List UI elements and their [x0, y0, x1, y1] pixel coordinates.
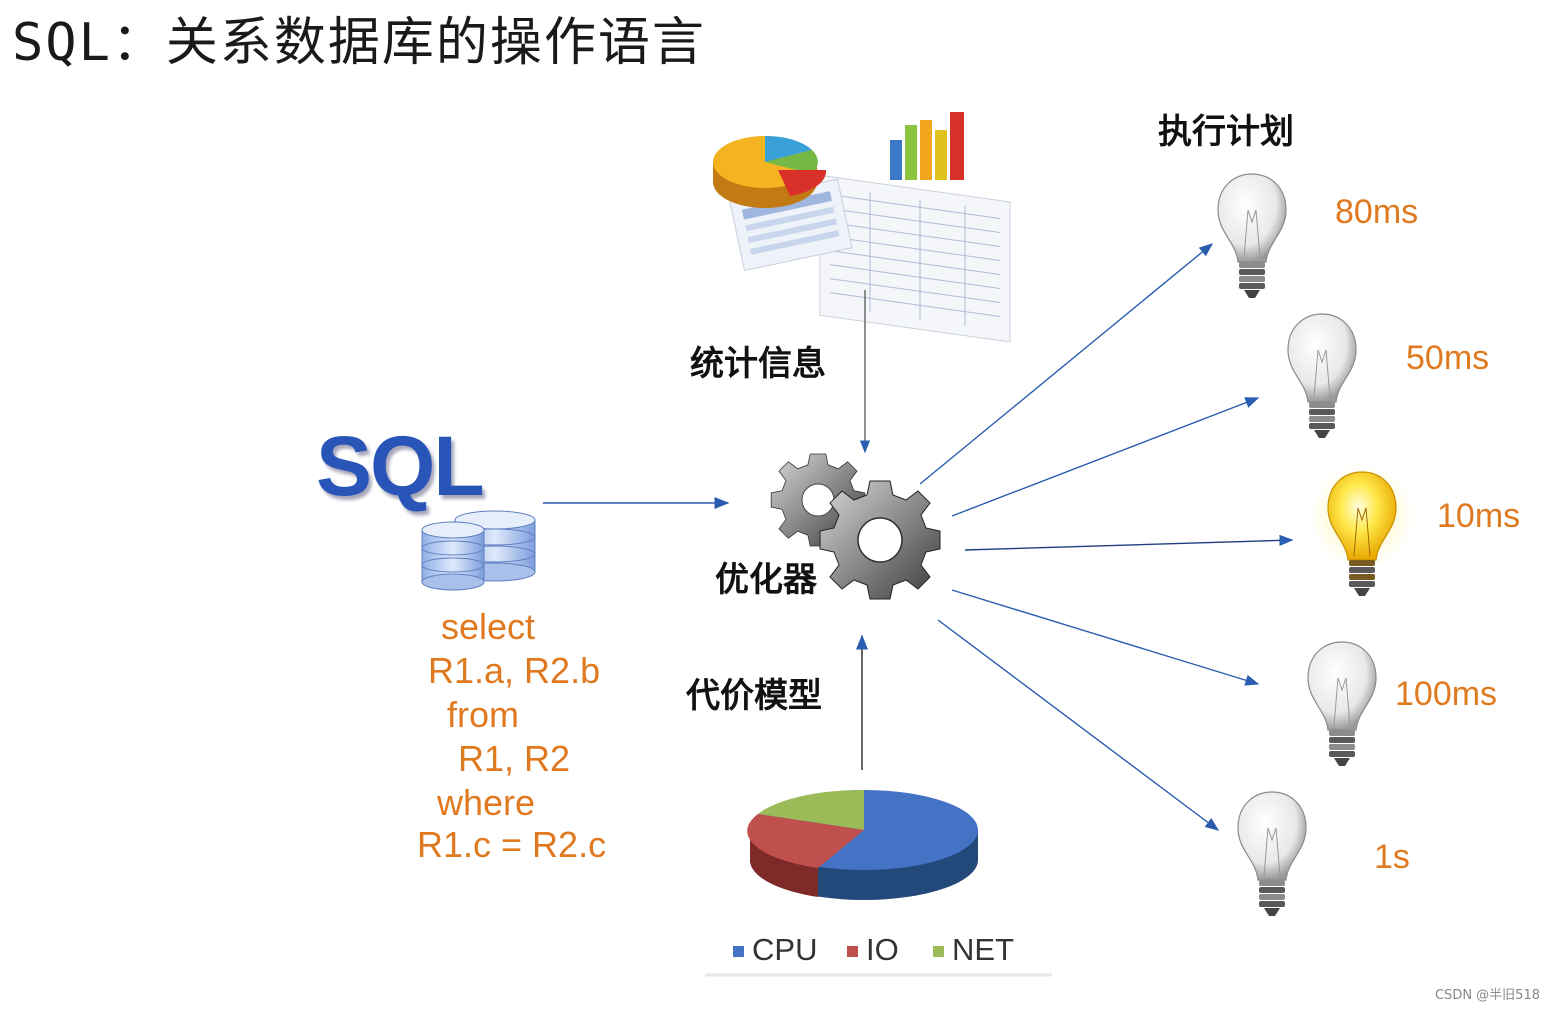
statistics-report-icon	[713, 112, 1011, 343]
legend-item-net: NET	[933, 932, 1014, 968]
plan-time: 100ms	[1395, 675, 1498, 713]
query-line: select	[441, 606, 536, 647]
lit-bulb-icon	[1310, 464, 1414, 596]
legend-item-cpu: CPU	[733, 932, 817, 968]
execution-plan-label: 执行计划	[1158, 112, 1294, 152]
optimizer-label: 优化器	[715, 560, 817, 600]
query-line: R1, R2	[458, 738, 571, 779]
cost-model-pie-icon	[705, 789, 1052, 977]
legend-swatch	[733, 946, 744, 958]
bulb-icon	[1237, 791, 1307, 916]
legend-label: NET	[952, 932, 1014, 967]
bulb-icon	[1217, 173, 1287, 298]
query-line: R1.a, R2.b	[428, 650, 601, 691]
query-line: R1.c = R2.c	[417, 824, 607, 865]
cost-model-label: 代价模型	[686, 676, 822, 716]
query-line: where	[437, 782, 536, 823]
legend-swatch	[933, 946, 944, 958]
bulb-icon	[1287, 313, 1357, 438]
page-title: SQL：关系数据库的操作语言	[12, 13, 706, 73]
plan-time: 1s	[1374, 838, 1410, 876]
bulb-icon	[1307, 641, 1377, 766]
plan-time: 10ms	[1437, 497, 1521, 535]
watermark: CSDN @半旧518	[1434, 988, 1540, 1003]
plan-arrows	[919, 243, 1294, 831]
statistics-label: 统计信息	[690, 344, 826, 384]
sql-logo: SQL	[316, 419, 485, 513]
legend-label: CPU	[752, 932, 818, 967]
query-line: from	[447, 694, 519, 735]
database-icon	[421, 510, 536, 591]
legend-label: IO	[866, 932, 899, 967]
legend-swatch	[847, 946, 858, 958]
gears-icon	[770, 453, 941, 600]
legend-item-io: IO	[847, 932, 899, 968]
plan-time: 80ms	[1335, 193, 1419, 231]
plan-time: 50ms	[1406, 339, 1490, 377]
